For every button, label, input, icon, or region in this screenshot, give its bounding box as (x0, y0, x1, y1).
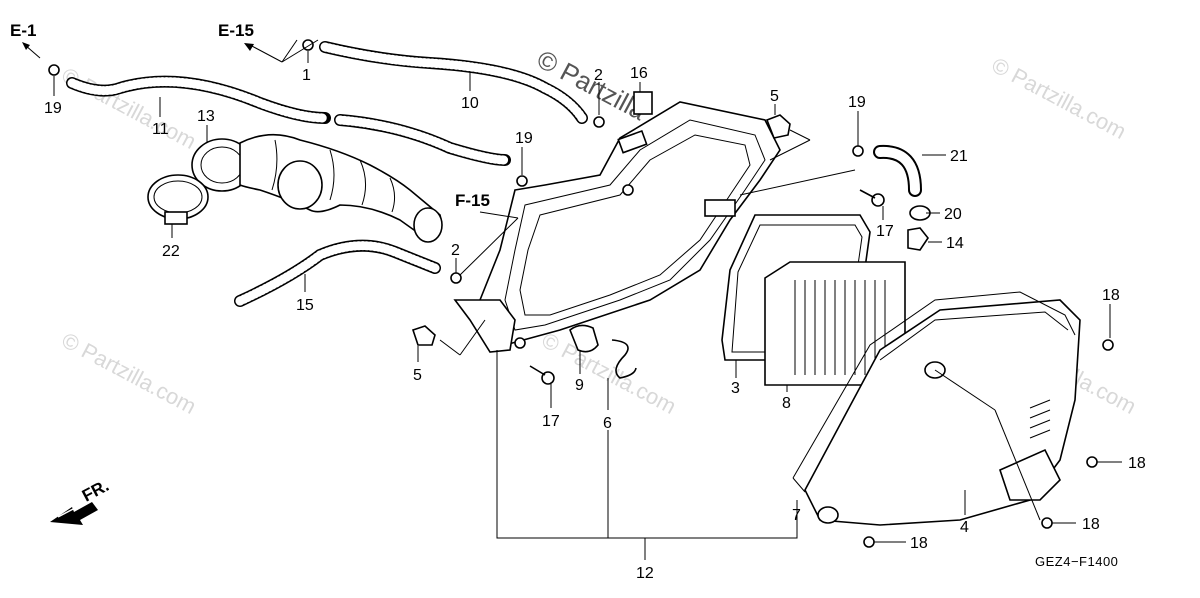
callout-17: 17 (876, 223, 894, 240)
callout-4: 4 (960, 519, 969, 536)
part-16 (633, 91, 653, 115)
intake-duct-13 (191, 133, 443, 243)
callout-21: 21 (950, 148, 968, 165)
clamp-22 (147, 174, 209, 225)
callout-5: 5 (770, 88, 779, 105)
callout-12: 12 (636, 565, 654, 582)
fasteners (48, 39, 1114, 548)
callout-18: 18 (910, 535, 928, 552)
callout-19: 19 (515, 130, 533, 147)
watermark: © Partzilla.com (988, 52, 1131, 144)
callouts: 1 2 2 3 4 5 5 6 7 8 9 10 11 12 13 14 15 … (44, 65, 1146, 582)
callout-5: 5 (413, 367, 422, 384)
callout-3: 3 (731, 380, 740, 397)
air-cleaner-case (453, 101, 781, 353)
ref-e15: E-15 (218, 21, 254, 40)
callout-15: 15 (296, 297, 314, 314)
leader-lines (24, 39, 1122, 560)
callout-7: 7 (792, 507, 801, 524)
callout-19: 19 (44, 100, 62, 117)
callout-11: 11 (152, 121, 169, 138)
callout-14: 14 (946, 235, 964, 252)
seal-7 (792, 291, 1076, 493)
hose-11 (66, 75, 511, 166)
ref-f15: F-15 (455, 191, 490, 210)
callout-10: 10 (461, 95, 479, 112)
callout-17: 17 (542, 413, 560, 430)
callout-18: 18 (1128, 455, 1146, 472)
front-label: FR. (79, 476, 112, 506)
callout-8: 8 (782, 395, 791, 412)
callout-22: 22 (162, 243, 180, 260)
callout-13: 13 (197, 108, 215, 125)
cover-4 (804, 299, 1081, 526)
watermark: © Partzilla.com (58, 327, 201, 419)
callout-2: 2 (451, 242, 460, 259)
callout-20: 20 (944, 206, 962, 223)
arrow-e15-icon (244, 43, 254, 51)
callout-18: 18 (1082, 516, 1100, 533)
callout-6: 6 (603, 415, 612, 432)
watermark: © Partzilla.com (538, 327, 681, 419)
hose-10 (319, 41, 588, 124)
watermark: © Partzilla.com (58, 62, 201, 154)
callout-1: 1 (302, 67, 311, 84)
hose-15 (234, 239, 441, 307)
callout-18: 18 (1102, 287, 1120, 304)
callout-16: 16 (630, 65, 648, 82)
arrow-e1-icon (22, 42, 30, 50)
diagram-code: GEZ4−F1400 (1035, 554, 1118, 569)
callout-19: 19 (848, 94, 866, 111)
ref-e1: E-1 (10, 21, 36, 40)
callout-2: 2 (594, 67, 603, 84)
front-arrow-icon (50, 498, 98, 525)
callout-9: 9 (575, 377, 584, 394)
